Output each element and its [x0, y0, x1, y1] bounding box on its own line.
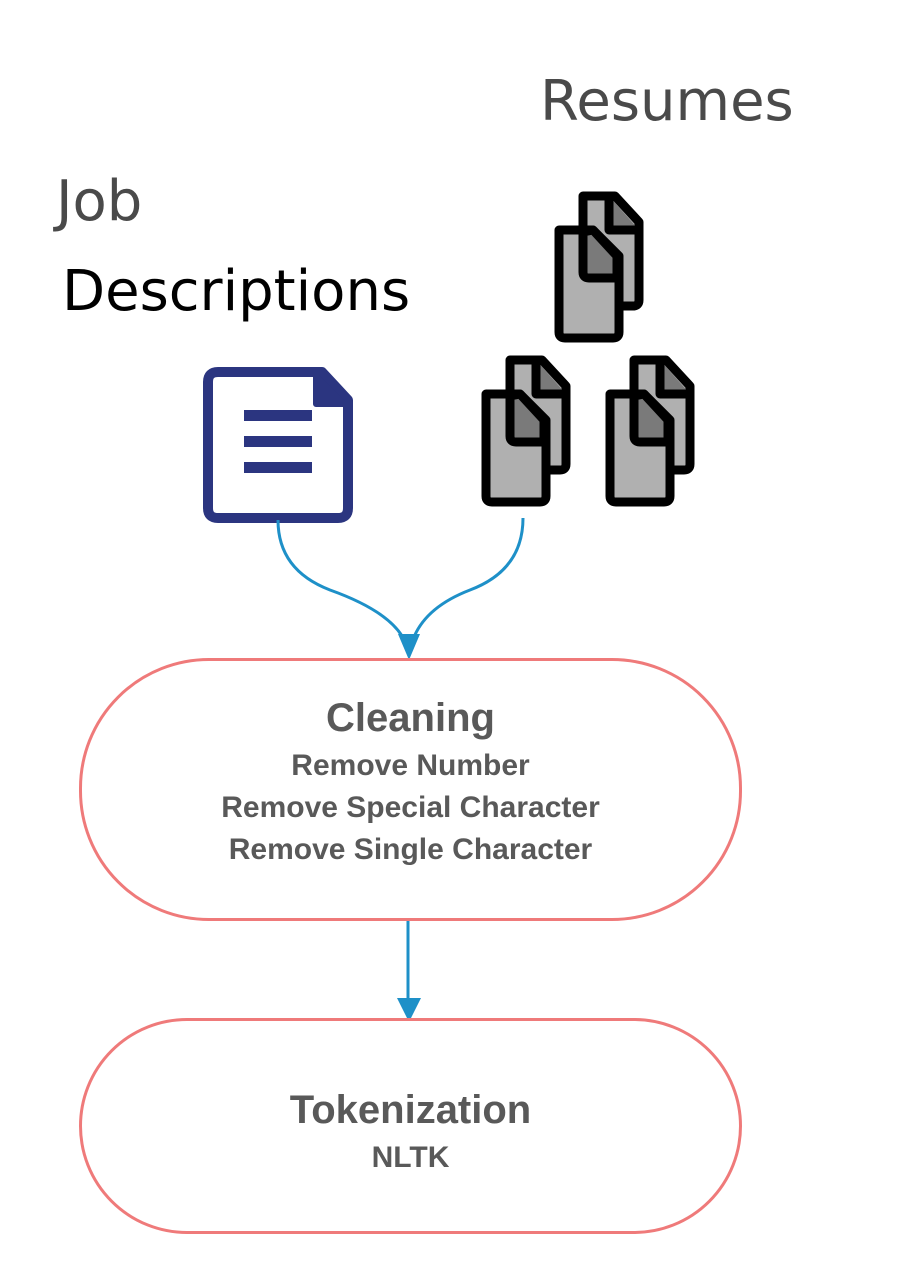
tokenization-title: Tokenization [289, 1088, 532, 1132]
job-descriptions-label-line1: Job [56, 169, 143, 234]
document-lines-icon [203, 367, 353, 523]
connector-arrows [276, 517, 525, 1010]
cleaning-item: Remove Special Character [221, 791, 600, 824]
resumes-label: Resumes [540, 69, 794, 134]
stacked-documents-icon [486, 360, 566, 502]
arrow-job-to-cleaning [276, 519, 410, 651]
cleaning-item: Remove Single Character [228, 833, 593, 866]
arrow-resumes-to-cleaning [408, 517, 525, 651]
stacked-documents-icon [610, 360, 690, 502]
tokenization-step: Tokenization NLTK [79, 1018, 742, 1234]
arrowhead-tokenization [397, 998, 421, 1022]
tokenization-item: NLTK [371, 1141, 450, 1174]
cleaning-step: Cleaning Remove Number Remove Special Ch… [79, 658, 742, 921]
stacked-documents-icon [559, 196, 639, 338]
arrowhead-cleaning [398, 634, 420, 660]
job-descriptions-label-line2: Descriptions [62, 259, 411, 324]
cleaning-title: Cleaning [326, 696, 495, 740]
cleaning-item: Remove Number [291, 749, 530, 782]
